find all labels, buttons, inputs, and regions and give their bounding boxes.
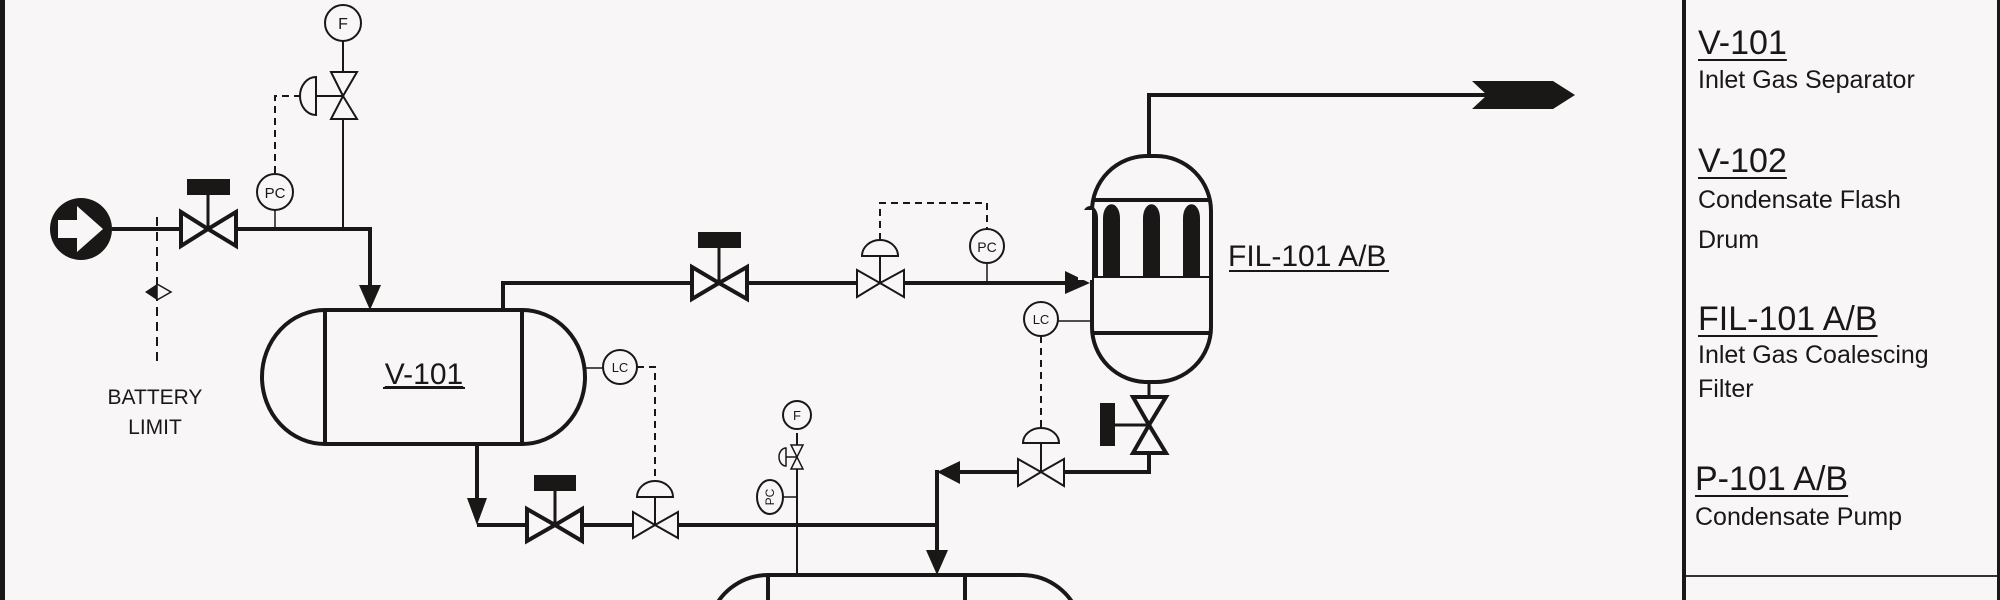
legend-description: Inlet Gas Coalescing Filter (1698, 341, 1929, 403)
instrument-f-inlet[interactable] (324, 4, 362, 42)
gas-shutdown-valve-icon[interactable] (690, 232, 749, 303)
flow-arrow-icon (467, 498, 487, 525)
signal-line (637, 366, 656, 481)
instrument-pc-flash-label: PC (763, 488, 777, 505)
filter-drain-shutdown-valve-icon[interactable] (1100, 395, 1170, 455)
legend-description: Condensate Pump (1695, 503, 1903, 531)
legend-item-fil101: FIL-101 A/B Inlet Gas Coalescing Filter (1698, 300, 1929, 406)
instrument-f-flash[interactable] (782, 400, 812, 430)
filter-fil101-tag: FIL-101 A/B (1228, 240, 1386, 273)
legend-tag: FIL-101 A/B (1698, 300, 1878, 338)
battery-limit-label-2: LIMIT (128, 416, 182, 439)
legend-tag: V-102 (1698, 142, 1787, 180)
filter-drain-pipe (1065, 453, 1151, 474)
legend-item-v102: V-102 Condensate Flash Drum (1698, 142, 1901, 260)
inlet-connector-icon[interactable] (50, 198, 112, 260)
signal-line (274, 95, 300, 173)
signal-line (879, 202, 988, 240)
flow-arrow-icon (937, 461, 960, 484)
instrument-pc-inlet[interactable] (256, 173, 294, 211)
vessel-v101[interactable] (260, 308, 587, 446)
mask (1078, 210, 1092, 280)
instrument-pc-flash[interactable] (756, 479, 784, 515)
filter-element-icon (1143, 204, 1161, 277)
legend-description: Inlet Gas Separator (1698, 66, 1915, 94)
flow-arrow-icon (1065, 271, 1090, 294)
flow-arrow-icon (926, 550, 948, 575)
vessel-v101-tag: V-101 (385, 358, 463, 391)
gas-pressure-control-valve-icon[interactable] (856, 239, 905, 299)
legend-item-p101: P-101 A/B Condensate Pump (1695, 460, 1902, 536)
instrument-f-inlet-label: F (338, 16, 348, 33)
legend-divider (1686, 575, 1997, 577)
battery-limit-diamond-icon (145, 282, 173, 302)
pressure-control-valve-icon[interactable] (299, 71, 359, 120)
liquid-shutdown-valve-icon[interactable] (525, 475, 584, 545)
instrument-lc-filter-label: LC (1033, 312, 1050, 327)
v101-gas-outlet-pipe (501, 281, 692, 310)
level-control-valve-icon[interactable] (632, 480, 679, 540)
filter-level-control-valve-icon[interactable] (1017, 427, 1065, 488)
flow-arrow-icon (359, 285, 381, 310)
equipment-legend: V-101 Inlet Gas Separator V-102 Condensa… (1682, 0, 2000, 600)
filter-gas-outlet-pipe (1147, 93, 1490, 156)
inlet-shutdown-valve-icon[interactable] (179, 179, 238, 250)
filter-element-icon (1103, 204, 1120, 277)
drawing-border-left (0, 0, 5, 600)
vessel-v102[interactable] (710, 573, 1080, 600)
instrument-f-flash-label: F (793, 408, 801, 423)
offpage-connector-icon[interactable] (1472, 81, 1575, 109)
legend-item-v101: V-101 Inlet Gas Separator (1698, 24, 1915, 98)
filter-element-icon (1183, 204, 1200, 277)
instrument-pc-inlet-label: PC (265, 185, 286, 202)
instrument-pc-gas-label: PC (977, 239, 996, 255)
flash-pressure-valve-icon[interactable] (778, 444, 805, 470)
legend-description: Condensate Flash Drum (1698, 186, 1901, 254)
legend-tag: V-101 (1698, 24, 1787, 62)
instrument-lc-v101-label: LC (612, 360, 629, 375)
legend-tag: P-101 A/B (1695, 460, 1849, 498)
battery-limit-label: BATTERY (108, 386, 203, 409)
